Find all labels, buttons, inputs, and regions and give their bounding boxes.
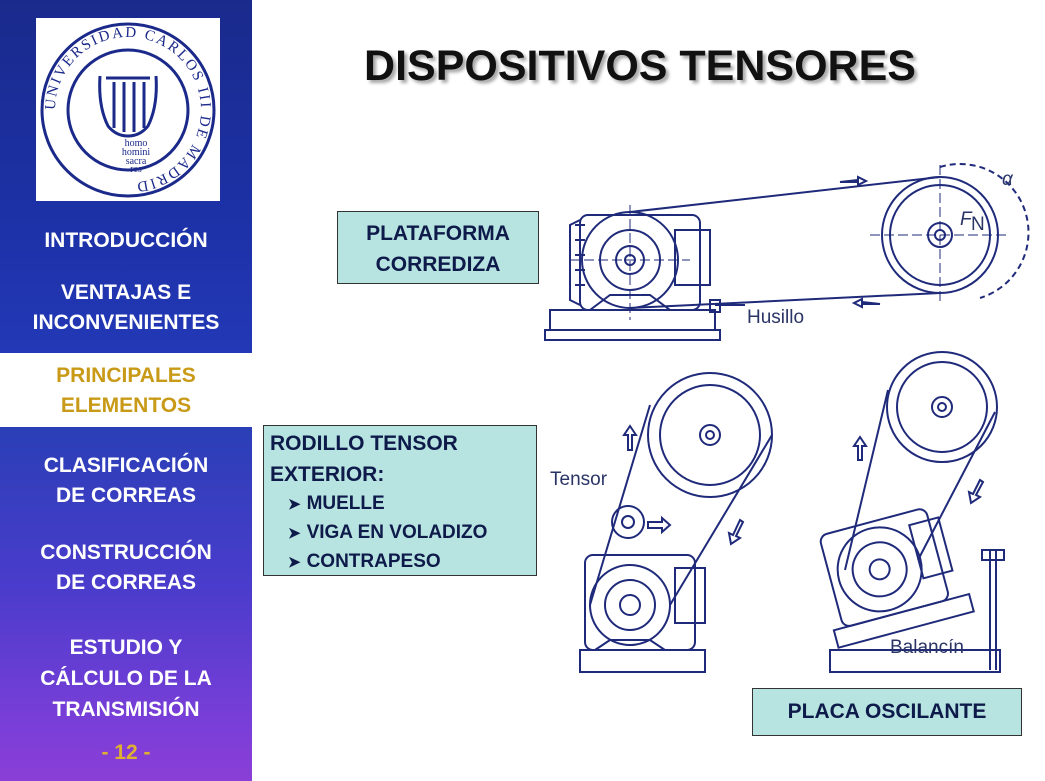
list-item-label: VIGA EN VOLADIZO (306, 522, 488, 543)
page-number: - 12 - (101, 741, 151, 764)
university-logo: UNIVERSIDAD CARLOS III DE MADRID homo ho… (36, 18, 220, 201)
tensor-label: Tensor (550, 469, 608, 490)
list-item-label: CONTRAPESO (306, 551, 441, 572)
list-item: ➤ MUELLE (288, 490, 536, 519)
nav-principales-line1[interactable]: PRINCIPALES (56, 364, 196, 387)
fn-subscript: N (971, 214, 985, 235)
label-placa-oscilante: PLACA OSCILANTE (752, 688, 1022, 736)
label-plataforma-line1: PLATAFORMA (366, 222, 510, 245)
belt-tensioner-drawing: Husillo Tensor Balancín α F N (540, 150, 1045, 690)
nav-clasificacion-line2[interactable]: DE CORREAS (55, 484, 197, 507)
rodillo-diagram (579, 372, 773, 673)
list-item: ➤ CONTRAPESO (288, 548, 536, 577)
nav-estudio-line1[interactable]: ESTUDIO Y (69, 636, 183, 659)
plataforma-diagram (544, 163, 1030, 341)
list-item-label: MUELLE (306, 493, 385, 514)
nav-estudio-line3[interactable]: TRANSMISIÓN (52, 698, 200, 721)
label-plataforma-line2: CORREDIZA (375, 253, 501, 276)
nav-construccion-line2[interactable]: DE CORREAS (55, 571, 197, 594)
sidebar-bottom (0, 427, 252, 781)
placa-diagram (819, 351, 1005, 673)
balancin-label: Balancín (890, 637, 964, 658)
nav-principales-line2[interactable]: ELEMENTOS (60, 394, 192, 417)
bullet-arrow-icon: ➤ (288, 525, 301, 542)
husillo-label: Husillo (747, 307, 804, 328)
logo-motto-4: res (130, 164, 142, 175)
bullet-arrow-icon: ➤ (288, 554, 301, 571)
rodillo-list: ➤ MUELLE ➤ VIGA EN VOLADIZO ➤ CONTRAPESO (270, 490, 536, 577)
nav-introduccion[interactable]: INTRODUCCIÓN (44, 229, 208, 252)
nav-estudio-line2[interactable]: CÁLCULO DE LA (40, 667, 212, 690)
logo-motto-3: sacra (126, 156, 147, 167)
alpha-label: α (1002, 169, 1014, 190)
label-rodillo-line1: RODILLO TENSOR (270, 432, 458, 455)
nav-clasificacion-line1[interactable]: CLASIFICACIÓN (43, 454, 209, 477)
list-item: ➤ VIGA EN VOLADIZO (288, 519, 536, 548)
logo-motto-2: homini (122, 147, 151, 158)
page-title: DISPOSITIVOS TENSORES (364, 42, 916, 90)
nav-ventajas-line1[interactable]: VENTAJAS E (60, 281, 192, 304)
label-rodillo-line2: EXTERIOR: (270, 463, 385, 486)
logo-motto-1: homo (125, 138, 148, 149)
fn-label: F (960, 209, 973, 230)
label-plataforma-correddiza: PLATAFORMA CORREDIZA (337, 211, 539, 284)
nav-construccion-line1[interactable]: CONSTRUCCIÓN (40, 541, 212, 564)
label-rodillo-tensor: RODILLO TENSOR EXTERIOR: ➤ MUELLE ➤ VIGA E… (263, 425, 537, 576)
bullet-arrow-icon: ➤ (288, 496, 301, 513)
nav-ventajas-line2[interactable]: INCONVENIENTES (32, 311, 220, 334)
